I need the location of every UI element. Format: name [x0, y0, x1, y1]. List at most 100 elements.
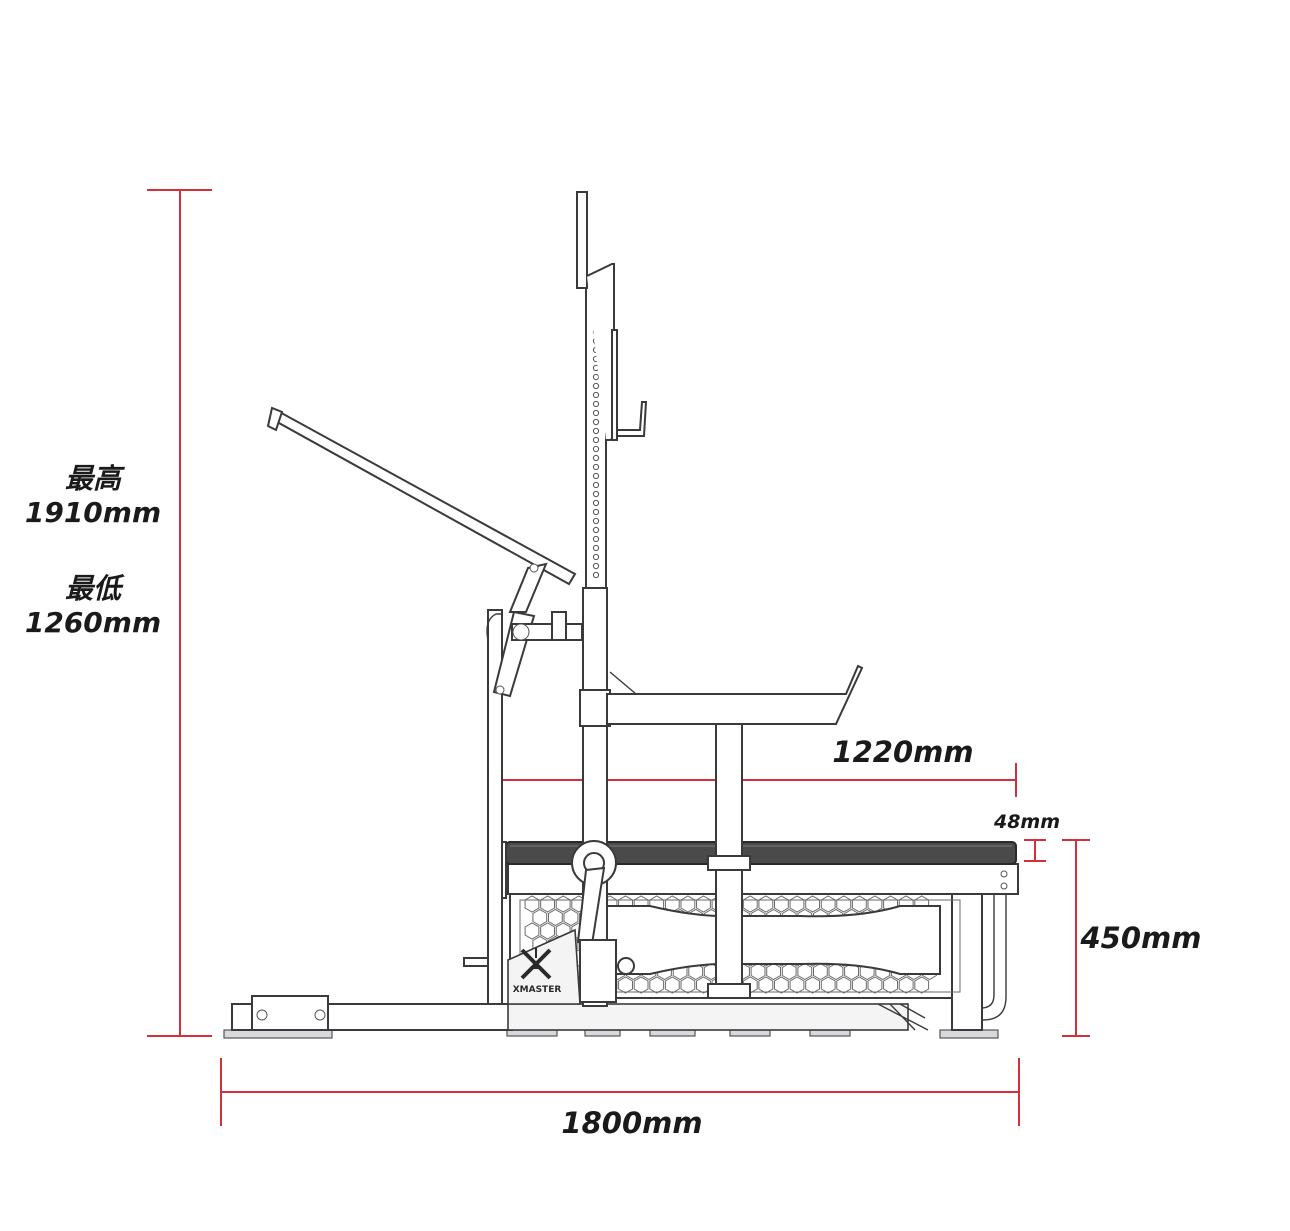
mid-foot-3 [649, 1029, 696, 1037]
mid-foot-2 [584, 1029, 621, 1037]
xmaster-logo: XMASTER [513, 948, 562, 995]
upright-hole [592, 535, 600, 543]
honeycomb-cell [664, 895, 680, 913]
bench-height-value: 450mm [1080, 921, 1202, 955]
front-post-peg [463, 957, 489, 967]
honeycomb-cell [883, 976, 898, 994]
honeycomb-cell [680, 895, 696, 913]
honeycomb-cell [836, 895, 852, 913]
front-foot-plate [223, 1029, 333, 1039]
honeycomb-cell [649, 976, 665, 994]
upright-hole [592, 373, 600, 381]
upright-hole [592, 454, 600, 462]
honeycomb-cell [758, 895, 774, 913]
upright-hole [592, 409, 600, 417]
pad-length-value: 1220mm [832, 735, 973, 769]
lever-arm-tip [266, 406, 284, 432]
linkage-pivot-3 [495, 685, 505, 695]
honeycomb-cell [524, 922, 540, 940]
upright-hole [592, 445, 600, 453]
min-height-value: 1260mm [25, 606, 161, 639]
min-height-label: 最低 [65, 572, 125, 605]
honeycomb-cell [548, 908, 563, 927]
height-dimension-line [147, 189, 212, 1037]
honeycomb-cell [680, 976, 696, 994]
bench-drawing: XMASTER [223, 191, 1019, 1039]
honeycomb-cell [532, 908, 548, 927]
honeycomb-cell [789, 976, 805, 994]
mid-foot-5 [809, 1029, 851, 1037]
honeycomb-cell [633, 976, 649, 994]
honeycomb-cell [851, 976, 867, 994]
linkage-pivot-1 [529, 563, 539, 573]
upright-hole [592, 508, 600, 516]
honeycomb-cell [867, 895, 883, 913]
upright-hole [592, 427, 600, 435]
honeycomb-cell [563, 908, 579, 927]
rear-foot-plate [939, 1029, 999, 1039]
seat-column-foot [707, 983, 751, 999]
honeycomb-cell [820, 895, 836, 913]
max-height-value: 1910mm [25, 496, 161, 529]
honeycomb-cell [742, 895, 758, 913]
front-post-hook [486, 613, 502, 641]
honeycomb-cell [555, 895, 571, 913]
inner-track [599, 905, 941, 975]
upright-hole [592, 418, 600, 426]
upright-hole [592, 400, 600, 408]
honeycomb-cell [618, 976, 633, 994]
seat-column-clamp [707, 855, 751, 871]
rear-leg-handle-outer [982, 894, 1007, 1021]
honeycomb-cell [914, 976, 930, 994]
honeycomb-cell [696, 895, 711, 913]
honeycomb-cell [867, 976, 883, 994]
rack-side-bar [611, 329, 618, 441]
honeycomb-cell [540, 922, 555, 940]
upright-hole [592, 472, 600, 480]
honeycomb-cell [524, 895, 540, 913]
honeycomb-cell [789, 895, 805, 913]
upright-hole [592, 553, 600, 561]
upright-collar [579, 689, 611, 727]
rear-leg-handle [980, 894, 995, 1009]
seat-frame [606, 664, 864, 725]
pad-thickness-dimension-line [1024, 839, 1046, 862]
max-height-label: 最高 [65, 462, 126, 495]
mid-foot-1 [506, 1029, 558, 1037]
logo-text: XMASTER [513, 985, 562, 995]
front-upright-post [487, 609, 503, 1005]
upright-hole [592, 463, 600, 471]
upright-hole [592, 571, 600, 579]
bench-height-dimension-line [1062, 839, 1090, 1037]
upright-hole [592, 436, 600, 444]
beam-bolt-1 [1000, 870, 1008, 878]
slide-rail-end [877, 1003, 929, 1031]
upright-hole [592, 562, 600, 570]
sleeve-bolt-right [314, 1009, 326, 1021]
seat-frame-brace [609, 671, 637, 695]
lever-linkage-upper [508, 562, 548, 613]
honeycomb-cell [664, 976, 680, 994]
honeycomb-cell [774, 895, 789, 913]
rear-leg [951, 893, 983, 1031]
lever-arm [268, 408, 577, 586]
total-length-value: 1800mm [561, 1106, 702, 1140]
beam-bolt-2 [1000, 882, 1008, 890]
upright-top-cap [576, 191, 588, 289]
upright-hole [592, 391, 600, 399]
upright-hole [592, 490, 600, 498]
total-length-dimension-line [220, 1058, 1020, 1126]
honeycomb-cell [758, 976, 774, 994]
honeycomb-cell [898, 976, 914, 994]
honeycomb-cell [805, 895, 820, 913]
lever-crossbar-stub [551, 611, 567, 641]
upright-hole [592, 526, 600, 534]
logo-plate [507, 928, 581, 1005]
honeycomb-cell [820, 976, 836, 994]
upright-hole [592, 499, 600, 507]
upright-hole [592, 517, 600, 525]
honeycomb-cell [774, 976, 789, 994]
upright-hole [592, 382, 600, 390]
carriage-knob [617, 957, 635, 975]
